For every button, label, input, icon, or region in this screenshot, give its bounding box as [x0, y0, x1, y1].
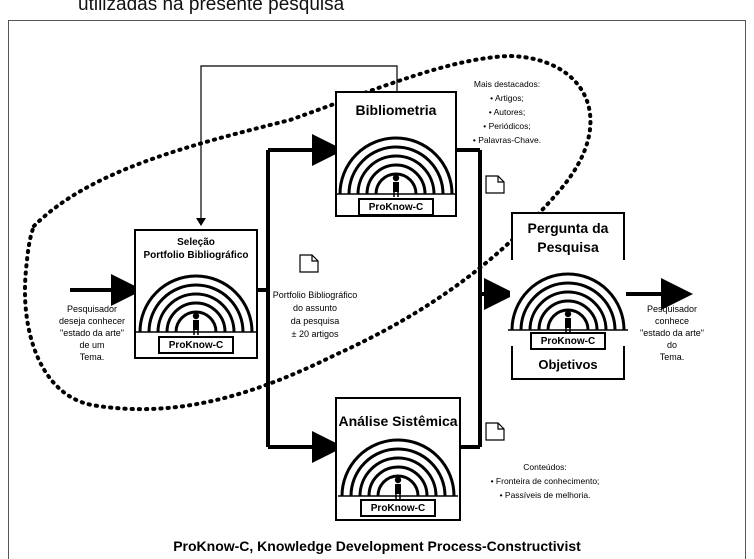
analise-box: Análise Sistêmica ProKnow-C — [335, 397, 461, 521]
output-line-2: conhece — [655, 316, 689, 326]
analise-note-item-2: • Passíveis de melhoria. — [500, 490, 591, 500]
portfolio-note: Portfolio Bibliográfico do assunto da pe… — [273, 290, 358, 339]
bibliometria-box: Bibliometria ProKnow-C — [334, 91, 458, 217]
input-line-1: Pesquisador — [67, 304, 117, 314]
pergunta-title-line-2: Pesquisa — [537, 239, 599, 255]
pergunta-title-line-1: Pergunta da — [528, 220, 609, 236]
output-text-block: Pesquisador conhece "estado da arte" do … — [640, 304, 704, 362]
bibliometria-note: Mais destacados: • Artigos; • Autores; •… — [473, 79, 541, 145]
portfolio-line-2: do assunto — [293, 303, 337, 313]
bibliometria-note-heading: Mais destacados: — [474, 79, 540, 89]
bibliometria-badge: ProKnow-C — [369, 202, 423, 213]
analise-note-heading: Conteúdos: — [523, 462, 566, 472]
pergunta-badge: ProKnow-C — [541, 336, 595, 347]
bibliometria-arc-icon — [334, 122, 458, 212]
selection-badge: ProKnow-C — [169, 340, 223, 351]
input-line-2: deseja conhecer — [59, 316, 125, 326]
selection-arc-icon — [134, 260, 258, 350]
input-line-3: "estado da arte" — [60, 328, 124, 338]
bibliometria-note-item-1: • Artigos; — [490, 93, 524, 103]
pergunta-box: Pergunta da Pesquisa ProKnow-C Objetivos — [506, 212, 630, 380]
portfolio-line-4: ± 20 artigos — [292, 329, 339, 339]
selection-title-line-1: Seleção — [177, 237, 215, 248]
bibliometria-note-item-3: • Periódicos; — [483, 121, 530, 131]
selection-title-line-2: Portfolio Bibliográfico — [144, 250, 249, 261]
analise-badge: ProKnow-C — [371, 503, 425, 514]
output-line-3: "estado da arte" — [640, 328, 704, 338]
input-line-4: de um — [79, 340, 104, 350]
selection-box: Seleção Portfolio Bibliográfico ProKnow-… — [134, 229, 258, 359]
analise-note: Conteúdos: • Fronteira de conhecimento; … — [491, 462, 600, 500]
output-line-5: Tema. — [660, 352, 685, 362]
page-caption: utilizadas na presente pesquisa — [78, 0, 345, 15]
output-line-1: Pesquisador — [647, 304, 697, 314]
figure-frame — [8, 20, 746, 559]
input-text-block: Pesquisador deseja conhecer "estado da a… — [59, 304, 125, 362]
document-icons — [299, 175, 505, 441]
analise-title: Análise Sistêmica — [338, 413, 457, 429]
bibliometria-note-item-2: • Autores; — [489, 107, 526, 117]
output-line-4: do — [667, 340, 677, 350]
portfolio-line-3: da pesquisa — [291, 316, 340, 326]
input-line-5: Tema. — [80, 352, 105, 362]
portfolio-line-1: Portfolio Bibliográfico — [273, 290, 358, 300]
analise-note-item-1: • Fronteira de conhecimento; — [491, 476, 600, 486]
pergunta-subtitle: Objetivos — [538, 357, 597, 372]
diagram-footer-title: ProKnow-C, Knowledge Development Process… — [173, 538, 581, 554]
bibliometria-title: Bibliometria — [356, 102, 437, 118]
bibliometria-note-item-4: • Palavras-Chave. — [473, 135, 541, 145]
